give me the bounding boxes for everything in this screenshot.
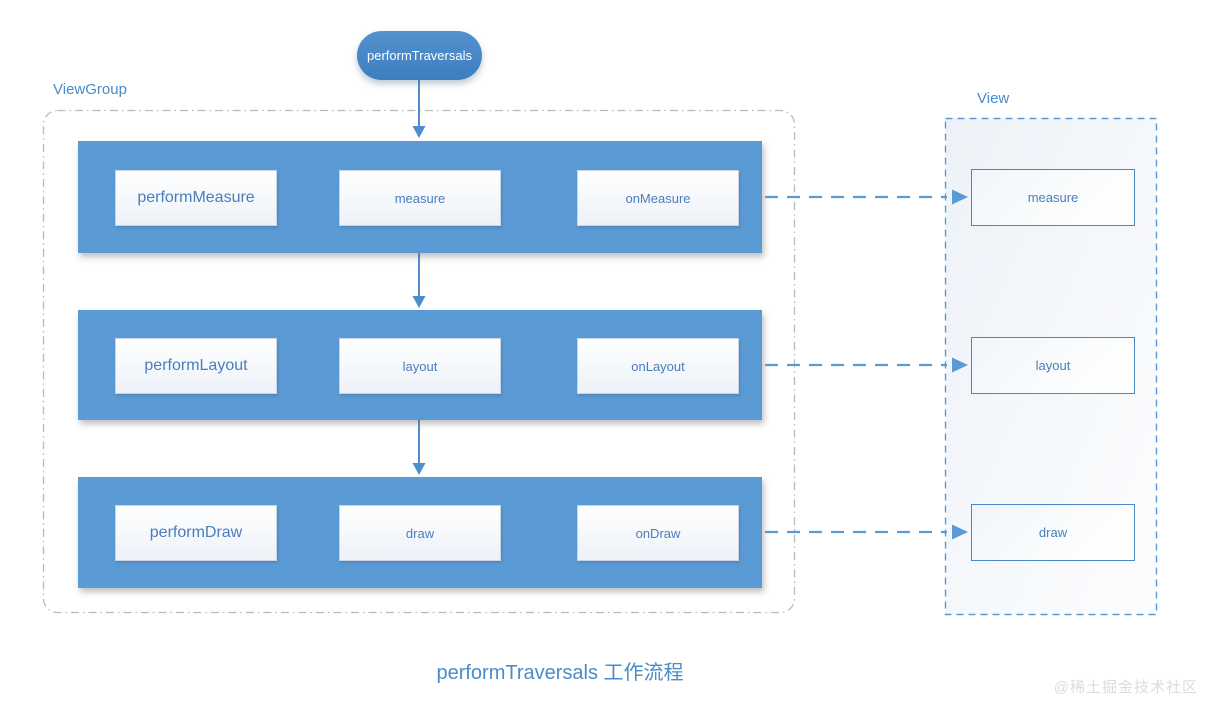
layout-phase-row: performLayout layout onLayout: [78, 310, 762, 420]
dashed-arrow-ondraw-to-draw: [765, 524, 968, 540]
node-layout: layout: [339, 338, 501, 394]
node-performlayout: performLayout: [115, 338, 277, 394]
measure-phase-row: performMeasure measure onMeasure: [78, 141, 762, 253]
node-ondraw: onDraw: [577, 505, 739, 561]
diagram-caption: performTraversals 工作流程: [436, 662, 684, 684]
down-arrow-layout-to-draw-row: [412, 420, 426, 475]
view-node-measure: measure: [971, 169, 1135, 226]
viewgroup-label: ViewGroup: [53, 81, 127, 98]
dashed-arrow-onmeasure-to-measure: [765, 189, 968, 205]
view-node-draw: draw: [971, 504, 1135, 561]
node-performdraw: performDraw: [115, 505, 277, 561]
node-draw: draw: [339, 505, 501, 561]
node-performmeasure: performMeasure: [115, 170, 277, 226]
view-label: View: [977, 90, 1010, 107]
down-arrow-measure-to-layout-row: [412, 253, 426, 308]
start-node-performtraversals: performTraversals: [357, 31, 482, 80]
node-onmeasure: onMeasure: [577, 170, 739, 226]
draw-phase-row: performDraw draw onDraw: [78, 477, 762, 588]
node-measure: measure: [339, 170, 501, 226]
view-node-layout: layout: [971, 337, 1135, 394]
down-arrow-start-to-measure-row: [412, 80, 426, 138]
viewgroup-container-border: [42, 109, 796, 614]
watermark-text: @稀土掘金技术社区: [1053, 679, 1198, 696]
node-onlayout: onLayout: [577, 338, 739, 394]
dashed-arrow-onlayout-to-layout: [765, 357, 968, 373]
